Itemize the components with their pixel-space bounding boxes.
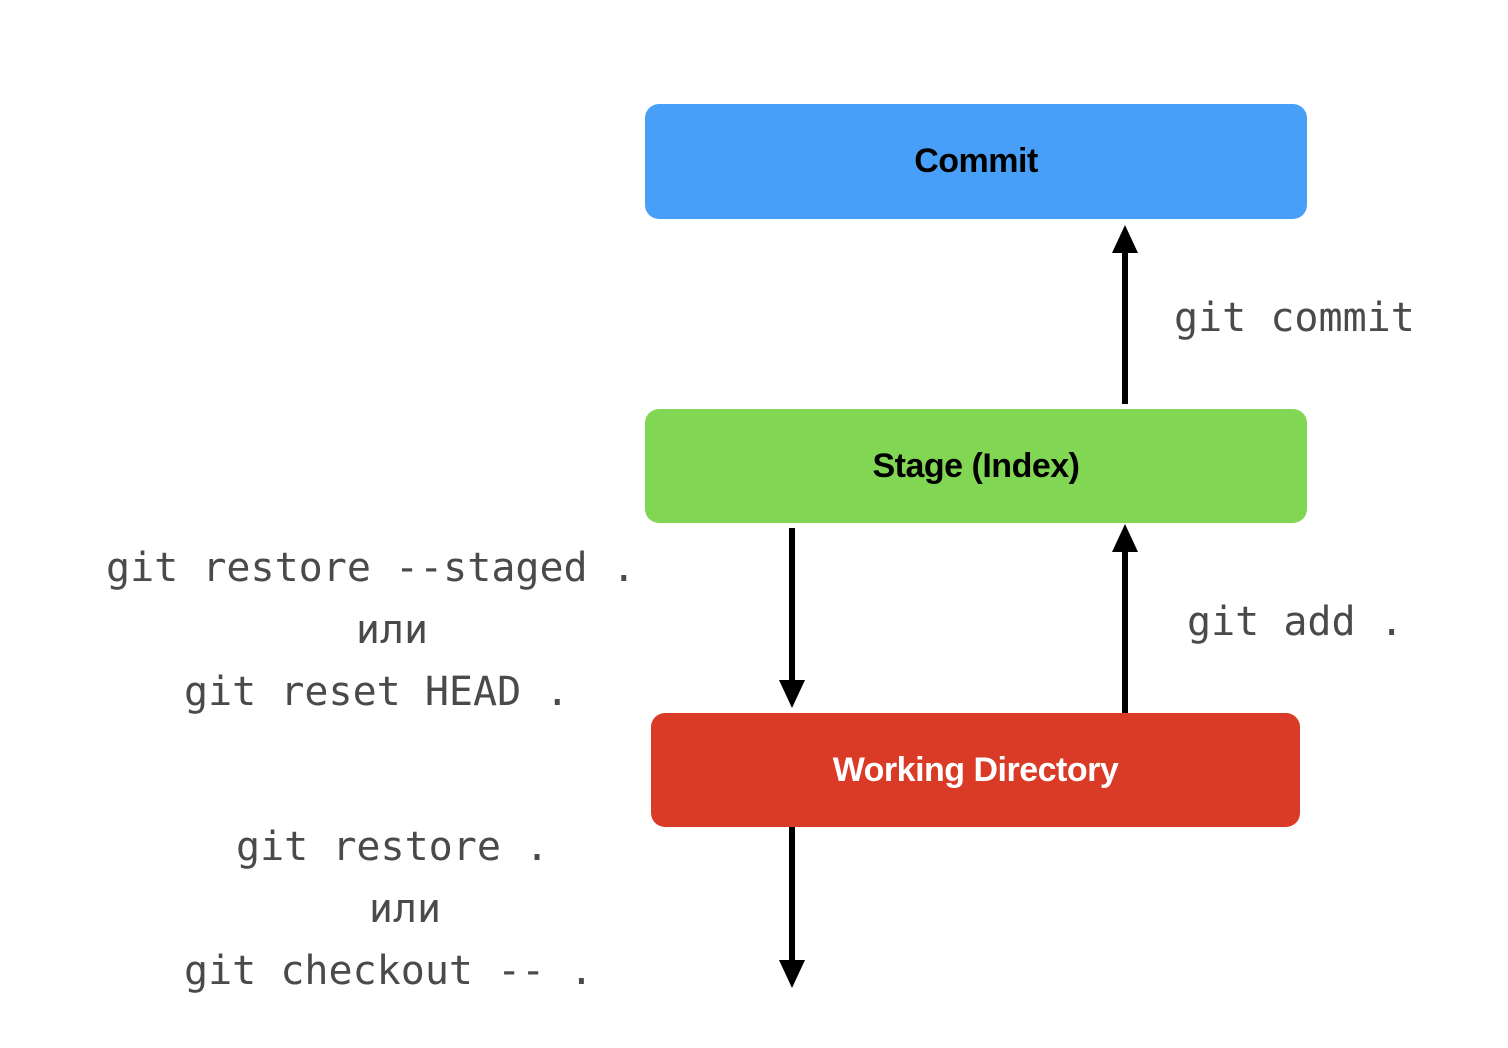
arrow-wd-to-stage-head — [1112, 524, 1138, 552]
git-add-label: git add . — [1187, 599, 1404, 645]
arrow-stage-to-commit-head — [1112, 225, 1138, 253]
arrow-wd-discard — [779, 820, 805, 988]
working-directory-node: Working Directory — [651, 713, 1300, 827]
discard-command-2: git checkout -- . — [184, 948, 594, 994]
arrow-wd-to-stage — [1112, 524, 1138, 713]
arrow-stage-to-wd-head — [779, 680, 805, 708]
arrow-stage-to-wd — [779, 528, 805, 708]
stage-node: Stage (Index) — [645, 409, 1307, 523]
discard-command-1: git restore . — [236, 824, 550, 870]
discard-or-label: или — [368, 886, 442, 932]
arrow-stage-to-commit — [1112, 225, 1138, 404]
unstage-command-1: git restore --staged . — [106, 545, 636, 591]
unstage-or-label: или — [355, 607, 429, 653]
arrow-wd-discard-head — [779, 960, 805, 988]
unstage-command-2: git reset HEAD . — [184, 669, 570, 715]
commit-node: Commit — [645, 104, 1307, 219]
git-commit-label: git commit — [1174, 295, 1415, 341]
working-directory-node-label: Working Directory — [832, 750, 1119, 789]
commit-node-label: Commit — [914, 142, 1038, 180]
stage-node-label: Stage (Index) — [872, 446, 1080, 485]
